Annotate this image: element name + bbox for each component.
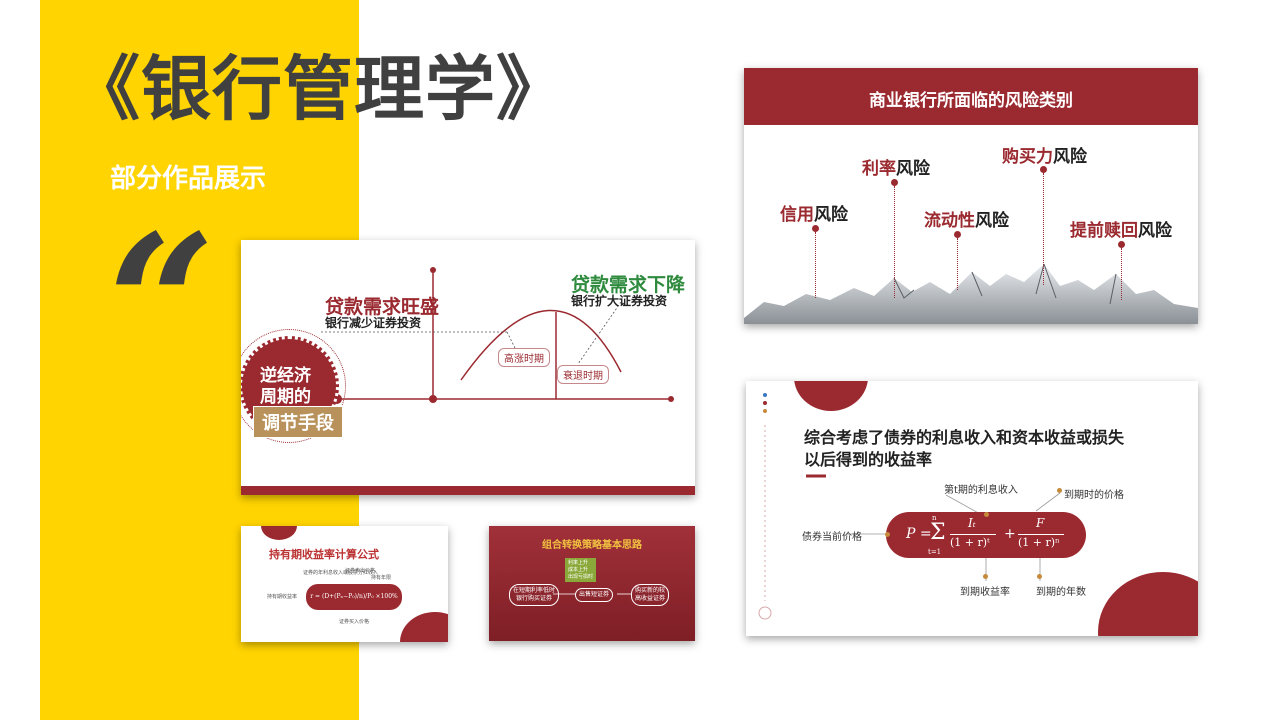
note-interest: 第t期的利息收入 [944,485,1018,496]
risk-pin [1118,241,1125,248]
page-subtitle: 部分作品展示 [110,164,267,194]
expand-investment-label: 银行扩大证券投资 [571,294,668,308]
risk-leader-line [815,232,816,298]
note-dot [1057,488,1062,493]
badge-line-2: 周期的 [260,387,311,407]
slide-title: 组合转换策略基本思路 [542,540,642,551]
step-rebuy-box: 购买新的较 高收益证券 [631,584,670,606]
slide-thumbnail-strategy[interactable]: 组合转换策略基本思路 利率上升 成本上升 出现亏损时 在短期利率低时 银行购买证… [489,526,695,641]
slide-header: 商业银行所面临的风险类别 [744,68,1198,125]
risk-pin [954,231,961,238]
risk-pin [812,225,819,232]
risk-early-redemption: 提前赎回风险 [1070,221,1172,241]
risk-pin [1040,166,1047,173]
note-years: 到期的年数 [1036,587,1086,598]
step-buy-box: 在短期利率低时 银行购买证券 [509,584,560,606]
note-dot [983,574,988,579]
note-current-price: 债券当前价格 [802,532,862,543]
demand-weak-label: 贷款需求下降 [571,274,686,296]
ytm-formula: P = n Σ t=1 Iₜ (1 + r)ᵗ + F (1 + r)ⁿ [886,512,1086,558]
slide-heading: 综合考虑了债券的利息收入和资本收益或损失 以后得到的收益率 [804,428,1125,469]
note-maturity-price: 到期时的价格 [1064,490,1124,501]
formula-note: 持有期收益率 [267,594,298,600]
step-sell-box: 出售短证券 [575,588,614,602]
page-title: 《银行管理学》 [70,48,567,130]
risk-leader-line [894,186,895,298]
slide-thumbnail-ytm[interactable]: 综合考虑了债券的利息收入和资本收益或损失 以后得到的收益率 P = n Σ t=… [746,381,1198,636]
badge-line-1: 逆经济 [260,366,311,386]
corner-decoration [261,526,297,540]
risk-leader-line [1121,248,1122,300]
demand-strong-label: 贷款需求旺盛 [325,296,440,318]
risk-leader-line [1043,173,1044,285]
risk-liquidity: 流动性风险 [924,211,1009,231]
formula-note: 证券卖出价格 [345,568,376,574]
cycle-graph [321,267,674,404]
slide-bottom-bar [241,486,695,495]
formula-note: 证券买入价格 [339,619,370,625]
yield-formula: r = (D+(Pₙ−P₀)/n)/P₀ ×100% [306,584,402,610]
sigma-icon: Σ [930,520,946,545]
reduce-investment-label: 银行减少证券投资 [325,316,422,330]
formula-note: 持有年限 [371,575,392,581]
mountain-range [744,263,1198,324]
note-yield: 到期收益率 [960,587,1010,598]
slide-thumbnail-holding-yield[interactable]: 持有期收益率计算公式 r = (D+(Pₙ−P₀)/n)/P₀ ×100% 证券… [241,526,448,642]
slide-thumbnail-risks[interactable]: 商业银行所面临的风险类别 信用风险 利率风险 流动性风险 购买力风险 提前赎回风… [744,68,1198,324]
corner-decoration [400,612,448,642]
risk-pin [891,179,898,186]
risk-leader-line [957,238,958,290]
risk-interest-rate: 利率风险 [862,159,930,179]
formula-note: 证券的年利息收入或股票分红收入 [303,570,379,576]
slide-thumbnail-cycle[interactable]: 贷款需求旺盛 银行减少证券投资 贷款需求下降 银行扩大证券投资 高涨时期 衰退时… [241,240,695,495]
risk-purchasing-power: 购买力风险 [1002,147,1087,167]
slide-title: 持有期收益率计算公式 [269,548,379,561]
slide-title: 商业银行所面临的风险类别 [869,91,1073,111]
condition-box: 利率上升 成本上升 出现亏损时 [565,558,597,583]
note-dot [885,532,890,537]
regulation-highlight: 调节手段 [253,406,343,438]
recession-tag: 衰退时期 [557,365,609,384]
boom-tag: 高涨时期 [498,348,550,367]
note-dot [1037,574,1042,579]
note-dot [984,512,989,517]
risk-credit: 信用风险 [780,205,848,225]
